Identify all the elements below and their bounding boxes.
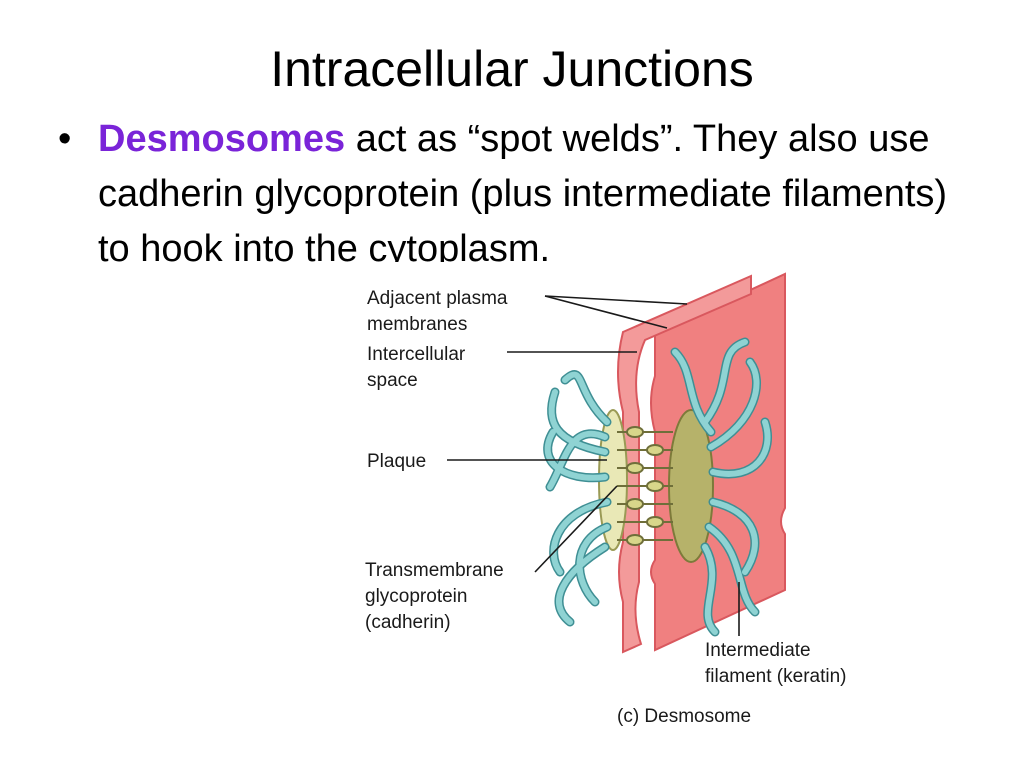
bullet-text: Desmosomes act as “spot welds”. They als… (98, 112, 968, 262)
desmosome-diagram: Adjacent plasma membranes Intercellular … (355, 272, 895, 742)
label-transmembrane-line1: Transmembrane (365, 560, 504, 581)
label-adjacent-line1: Adjacent plasma (367, 288, 508, 309)
label-filament-line2: filament (keratin) (705, 666, 847, 687)
desmosome-figure: Adjacent plasma membranes Intercellular … (355, 272, 895, 742)
slide-title: Intracellular Junctions (0, 38, 1024, 100)
label-transmembrane-line2: glycoprotein (365, 586, 467, 607)
bullet-dot: • (58, 112, 88, 167)
label-intercellular-line2: space (367, 370, 418, 391)
label-plaque: Plaque (367, 451, 426, 472)
label-adjacent-line2: membranes (367, 314, 467, 335)
bullet-term: Desmosomes (98, 118, 345, 160)
label-filament-line1: Intermediate (705, 640, 811, 661)
bullet-point: • Desmosomes act as “spot welds”. They a… (58, 112, 968, 262)
figure-caption: (c) Desmosome (617, 706, 751, 727)
filaments-left (548, 375, 607, 622)
label-intercellular-line1: Intercellular (367, 344, 466, 365)
label-transmembrane-line3: (cadherin) (365, 612, 451, 633)
